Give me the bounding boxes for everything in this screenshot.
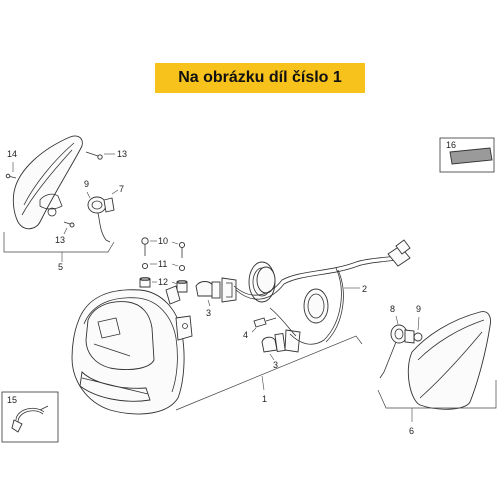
label-part-6: 6	[409, 426, 414, 436]
label-part-16: 16	[446, 140, 456, 150]
mounting-hardware	[139, 237, 188, 293]
part-number-banner: Na obrázku díl číslo 1	[155, 63, 365, 93]
left-turn-signal-assembly	[3, 135, 119, 262]
label-part-15: 15	[7, 395, 17, 405]
inset-box-clamp	[1, 391, 59, 443]
inset-box-sticker	[439, 137, 495, 173]
headlight-bulbs-and-harness	[195, 239, 411, 361]
label-part-4: 4	[243, 330, 248, 340]
label-part-11: 11	[158, 259, 167, 269]
label-part-12: 12	[158, 277, 168, 287]
label-part-14: 14	[7, 149, 17, 159]
part-callout-labels: 1 2 3 3 4 5 6 7 8 9 9 10 11 12 13 13 14 …	[7, 140, 456, 436]
label-part-13-top: 13	[117, 149, 127, 159]
label-part-5: 5	[58, 262, 63, 272]
label-part-3-lower: 3	[273, 360, 278, 370]
label-part-10: 10	[158, 236, 168, 246]
label-part-8: 8	[390, 304, 395, 314]
label-part-3-upper: 3	[206, 308, 211, 318]
label-part-2: 2	[362, 284, 367, 294]
label-part-9-right: 9	[416, 304, 421, 314]
label-part-1: 1	[262, 394, 267, 404]
label-part-7: 7	[119, 184, 124, 194]
right-turn-signal-assembly	[377, 311, 497, 422]
headlight-housing	[71, 285, 363, 415]
label-part-13-bottom: 13	[55, 235, 65, 245]
label-part-9-left: 9	[84, 179, 89, 189]
